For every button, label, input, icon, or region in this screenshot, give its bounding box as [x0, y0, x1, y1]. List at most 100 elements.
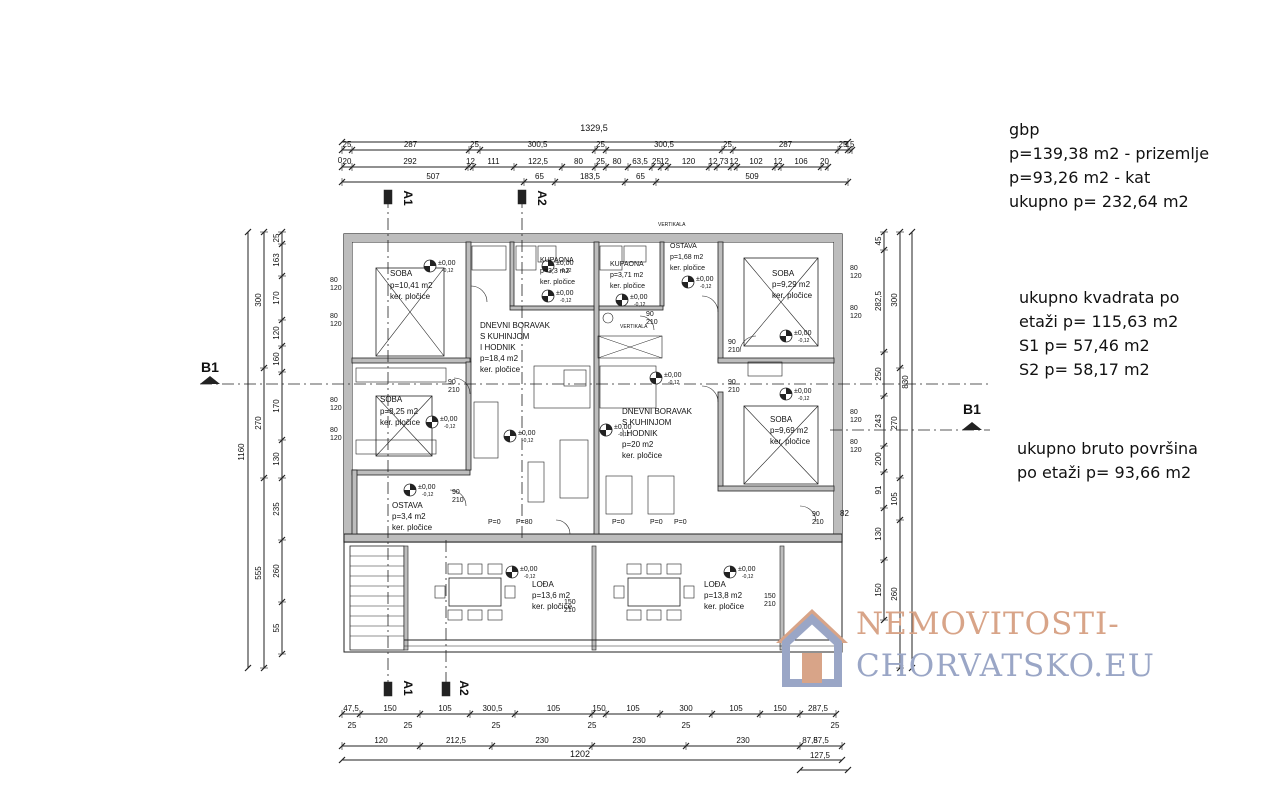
dnevni1-label-1: S KUHINJOM: [480, 332, 530, 341]
section-label-b1-right: B1: [963, 401, 981, 417]
right-b-dim-label: 243: [874, 414, 883, 428]
top-row2-dim-label: 80: [613, 157, 622, 166]
kitchen-sink: [563, 369, 587, 387]
section-label-a1-bottom: A1: [401, 680, 415, 696]
door-arc: [639, 315, 655, 331]
top-row2-dim-label: 25: [652, 157, 661, 166]
lodja1-label-0: LOĐA: [532, 580, 554, 589]
top-row3-dim-label: 507: [426, 172, 440, 181]
bottom-row1-dim-label: 105: [626, 704, 640, 713]
lodja2-label-0: LOĐA: [704, 580, 726, 589]
wardrobe: [355, 439, 437, 455]
window-size-label: 120: [850, 447, 862, 454]
top-row2-dim-label: 12: [709, 157, 718, 166]
dnevni2-label-3: p=20 m2: [622, 440, 654, 449]
level-3-level-icon-fill: [682, 276, 694, 288]
window-size-label: 80: [850, 439, 858, 446]
kupaona1-label-0: KUPAONA: [540, 257, 574, 264]
parapet-label: P=0: [674, 519, 687, 526]
soba2-area-label-0: p=8,25 m2: [380, 407, 419, 416]
section-label-a2-top: A2: [535, 190, 549, 206]
bed-soba4: [743, 405, 819, 485]
bottom-row1-dim-label: 300,5: [482, 704, 503, 713]
door-size-label: 210: [448, 387, 460, 394]
kupaona2-label-2: ker. pločice: [610, 283, 645, 290]
dnevni2-label-0: DNEVNI BORAVAK: [622, 407, 693, 416]
bottom-row1-dim-label: 47,5: [343, 704, 359, 713]
right-a-dim-label: 105: [890, 492, 899, 506]
gbp-title: gbp: [1009, 120, 1040, 139]
house-logo-icon: [776, 609, 848, 687]
door-size-label: 90: [646, 311, 654, 318]
lodja2-label-2: ker. pločice: [704, 602, 745, 611]
soba3-label-1: p=9,29 m2: [772, 280, 811, 289]
dining-set-1-chair: [447, 609, 463, 621]
bottom-row1-dim-label: 150: [383, 704, 397, 713]
right-a-dim-label: 300: [890, 293, 899, 307]
loggia-wall: [403, 545, 409, 651]
interior-wall: [509, 305, 595, 311]
bottom-extra-tick: [796, 766, 804, 774]
top-row3-dim-label: 65: [636, 172, 645, 181]
left-b-dim-label: 235: [272, 502, 281, 516]
door-size-label: 210: [646, 319, 658, 326]
level-1-level-sub: -0,12: [560, 268, 572, 274]
dnevni1-label-2: I HODNIK: [480, 343, 516, 352]
top-row2-dim-label: 12: [466, 157, 475, 166]
bottom-row3-dim-label: 230: [535, 736, 549, 745]
interior-wall: [659, 241, 665, 307]
bottom-row3-dim-label: 212,5: [446, 736, 467, 745]
soba4-label-1: p=9,69 m2: [770, 426, 809, 435]
dnevni1-label-3: p=18,4 m2: [480, 354, 519, 363]
right-a-dim-label: 270: [890, 416, 899, 430]
dining-set-1-table: [448, 577, 502, 607]
section-marker-a1-bottom: [383, 681, 393, 697]
soba2-label-0: SOBA: [380, 395, 403, 404]
left-b-dim-label: 170: [272, 291, 281, 305]
parapet-label: P=0: [488, 519, 501, 526]
interior-wall: [598, 305, 664, 311]
top-row2-dim-label: 102: [749, 157, 763, 166]
door-size-label: 210: [812, 519, 824, 526]
right-a-dim-label: 260: [890, 587, 899, 601]
wardrobe: [747, 361, 783, 377]
wardrobe: [355, 367, 447, 383]
right-total-tick: [908, 664, 916, 672]
bruto-line2: po etaži p= 93,66 m2: [1017, 463, 1192, 482]
watermark-line2: CHORVATSKO.EU: [856, 648, 1155, 684]
bottom-row3-dim-label: 230: [632, 736, 646, 745]
top-row3-dim-label: 65: [535, 172, 544, 181]
dnevni2-label-1: S KUHINJOM: [622, 418, 672, 427]
ostava2-label-0: OSTAVA: [670, 243, 697, 250]
soba4-label-2: ker. pločice: [770, 437, 811, 446]
level-0-level-main: ±0,00: [438, 260, 456, 267]
sofa: [559, 439, 589, 499]
vertikala-label: VERTIKALA: [658, 222, 686, 228]
level-7-level-main: ±0,00: [440, 416, 458, 423]
bottom-row1-dim-label: 300: [679, 704, 693, 713]
soba1-label-0: SOBA: [390, 269, 413, 278]
soba4-label-0: SOBA: [770, 415, 793, 424]
top-total-tick: [844, 138, 852, 146]
left-total-tick: [244, 664, 252, 672]
bottom-row3-dim-label: 120: [374, 736, 388, 745]
dining-set-2-chair: [683, 585, 695, 599]
top-row2-dim-label: 122,5: [528, 157, 549, 166]
door-arc: [453, 377, 471, 395]
ostava1-label-1: p=3,4 m2: [392, 512, 426, 521]
bottom-row2-dim-label: 25: [492, 721, 501, 730]
right-b-dim-label: 91: [874, 485, 883, 494]
window-size-label: 120: [850, 273, 862, 280]
right-b-dim-label: 45: [874, 236, 883, 245]
bottom-total-tick: [838, 756, 846, 764]
gbp-prizemlje: p=139,38 m2 - prizemlje: [1009, 144, 1210, 163]
wardrobe: [471, 245, 507, 271]
window-size-label: 120: [330, 321, 342, 328]
section-marker-b1-left: [200, 376, 220, 384]
window-size-label: 80: [850, 265, 858, 272]
watermark-logo: NEMOVITOSTI- CHORVATSKO.EU: [772, 603, 1172, 689]
bottom-extra-tick: [844, 766, 852, 774]
ostava2-label-1: p=1,68 m2: [670, 254, 703, 261]
window-size-label: 120: [330, 285, 342, 292]
door-size-label: 210: [728, 387, 740, 394]
